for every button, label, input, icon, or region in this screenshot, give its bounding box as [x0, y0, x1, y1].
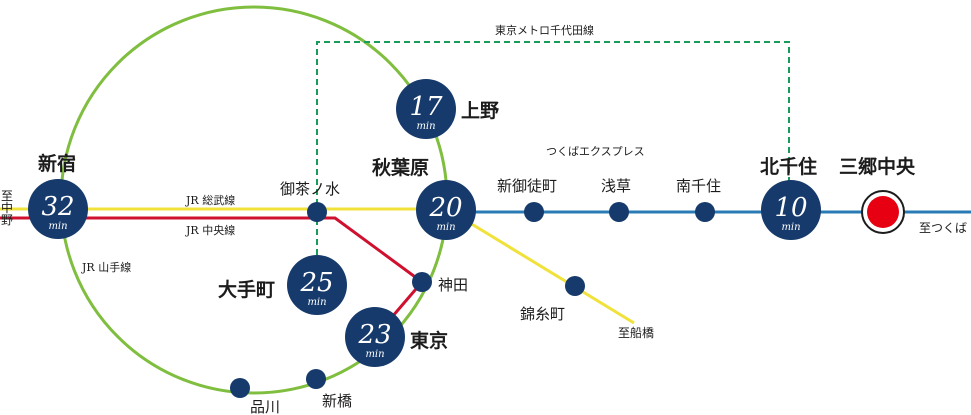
label-tokyo: 東京 — [410, 329, 448, 352]
origin-station-dot — [867, 196, 899, 228]
label-kitasenju: 北千住 — [760, 155, 817, 178]
time-unit-shinjuku: min — [48, 221, 67, 232]
time-tokyo: 23 — [357, 320, 391, 350]
label-shinjuku: 新宿 — [38, 152, 76, 175]
time-unit-akihabara: min — [436, 222, 455, 233]
chuo-line-label: JR 中央線 — [185, 223, 235, 237]
chuo-line — [0, 216, 425, 332]
label-misatochuo: 三郷中央 — [839, 155, 916, 178]
time-badge-kitasenju: 10 min — [761, 180, 821, 240]
time-ueno: 17 — [409, 92, 443, 122]
label-asakusa: 浅草 — [601, 177, 631, 195]
station-asakusa-dot — [609, 202, 629, 222]
direction-nakano-char: 中 — [1, 200, 13, 215]
time-kitasenju: 10 — [774, 193, 807, 223]
time-badge-tokyo: 23 min — [345, 307, 405, 367]
label-shimbashi: 新橋 — [322, 392, 352, 410]
label-ochanomizu: 御茶ノ水 — [280, 180, 340, 198]
direction-funabashi: 至船橋 — [618, 326, 654, 340]
label-akihabara: 秋葉原 — [372, 156, 429, 179]
time-shinjuku: 32 — [41, 192, 74, 222]
label-kinshicho: 錦糸町 — [520, 305, 565, 323]
station-shinokachimachi-dot — [524, 202, 544, 222]
label-shinagawa: 品川 — [250, 398, 280, 415]
time-badge-shinjuku: 32 min — [28, 179, 88, 239]
time-badge-akihabara: 20 min — [416, 180, 476, 240]
time-akihabara: 20 — [428, 193, 462, 223]
tsukuba-line-label: つくばエクスプレス — [546, 145, 645, 158]
direction-nakano: 至中野 — [1, 189, 13, 227]
time-otemachi: 25 — [299, 268, 333, 298]
yamanote-line-label: JR 山手線 — [81, 260, 131, 274]
time-unit-ueno: min — [416, 121, 435, 132]
station-minamisenju-dot — [695, 202, 715, 222]
label-minamisenju: 南千住 — [676, 177, 721, 195]
direction-nakano-char: 至 — [1, 189, 13, 203]
time-badge-ueno: 17 min — [396, 79, 456, 139]
chiyoda-line — [316, 41, 790, 285]
sobu-line-label: JR 総武線 — [185, 193, 235, 207]
station-shinagawa-dot — [230, 378, 250, 398]
direction-tsukuba: 至つくば — [919, 221, 967, 235]
station-shimbashi-dot — [306, 369, 326, 389]
label-ueno: 上野 — [461, 100, 499, 122]
label-kanda: 神田 — [438, 276, 468, 294]
time-unit-tokyo: min — [365, 349, 384, 360]
label-shinokachimachi: 新御徒町 — [497, 177, 557, 195]
time-badge-otemachi: 25 min — [287, 255, 347, 315]
label-otemachi: 大手町 — [218, 278, 275, 301]
sobu-line-branch — [446, 207, 635, 325]
direction-nakano-char: 野 — [1, 213, 13, 227]
station-kinshicho-dot — [565, 276, 585, 296]
station-kanda-dot — [412, 272, 432, 292]
time-unit-kitasenju: min — [781, 222, 800, 233]
chiyoda-line-label: 東京メトロ千代田線 — [495, 23, 594, 37]
time-unit-otemachi: min — [307, 297, 326, 308]
station-ochanomizu-dot — [307, 202, 327, 222]
